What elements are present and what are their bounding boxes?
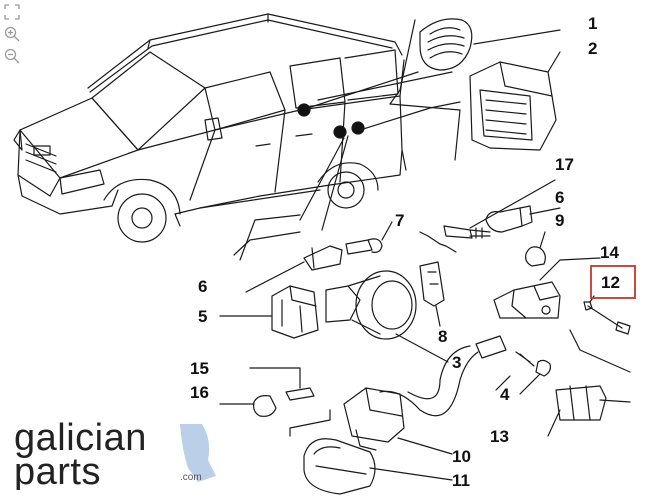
part-2-vent-housing (469, 51, 561, 151)
galicianparts-logo: galician parts .com (14, 420, 216, 490)
callout-6[interactable]: 6 (555, 188, 564, 207)
callout-1[interactable]: 1 (588, 14, 597, 33)
fullscreen-icon[interactable] (3, 3, 21, 21)
callout-10[interactable]: 10 (452, 447, 471, 466)
part-9-nut (525, 231, 546, 267)
fuel-flap (325, 270, 449, 363)
callout-7[interactable]: 7 (395, 211, 404, 230)
zoom-out-icon[interactable] (3, 47, 21, 65)
callout-14[interactable]: 14 (600, 243, 619, 262)
brand-word-1: galician (14, 420, 147, 459)
part-5-bracket (219, 285, 319, 339)
callout-11[interactable]: 11 (452, 471, 470, 490)
part-12-pin (583, 295, 631, 335)
callout-17[interactable]: 17 (555, 155, 574, 174)
part-10-actuator (343, 387, 453, 455)
callout-labels: 1 2 17 6 7 9 14 12 6 5 8 3 15 16 4 13 10… (190, 14, 620, 490)
callout-6-left[interactable]: 6 (198, 277, 207, 296)
part-17-bolt (443, 179, 556, 239)
logo-accent-shape (180, 424, 216, 482)
viewer-toolbar (3, 3, 25, 65)
part-4-bolt (515, 351, 551, 395)
part-11-cover (303, 438, 453, 495)
part-13-bracket (547, 385, 631, 437)
part-8-latch (419, 261, 445, 327)
release-cable (379, 335, 507, 417)
callout-16[interactable]: 16 (190, 383, 209, 402)
zoom-in-icon[interactable] (3, 25, 21, 43)
part-6-clip-top (485, 205, 561, 233)
part-14-hinge (493, 257, 601, 319)
part-6-clip-left (245, 245, 343, 293)
highlight-frame (590, 265, 636, 299)
callout-2[interactable]: 2 (588, 39, 597, 58)
brand-word-2: parts (14, 451, 101, 490)
part-15-screw (249, 367, 315, 401)
callout-8[interactable]: 8 (438, 327, 447, 346)
part-1-vent-grille (419, 18, 561, 71)
part-7-screw (345, 221, 393, 255)
van-illustration (13, 13, 407, 243)
callout-3[interactable]: 3 (452, 353, 461, 372)
brand-suffix: .com (180, 472, 202, 483)
callout-15[interactable]: 15 (190, 359, 209, 378)
callout-5[interactable]: 5 (198, 307, 207, 326)
callout-4[interactable]: 4 (500, 385, 510, 404)
callout-9[interactable]: 9 (555, 211, 564, 230)
part-16-plug (219, 395, 277, 417)
callout-12[interactable]: 12 (601, 273, 620, 292)
callout-13[interactable]: 13 (490, 427, 509, 446)
